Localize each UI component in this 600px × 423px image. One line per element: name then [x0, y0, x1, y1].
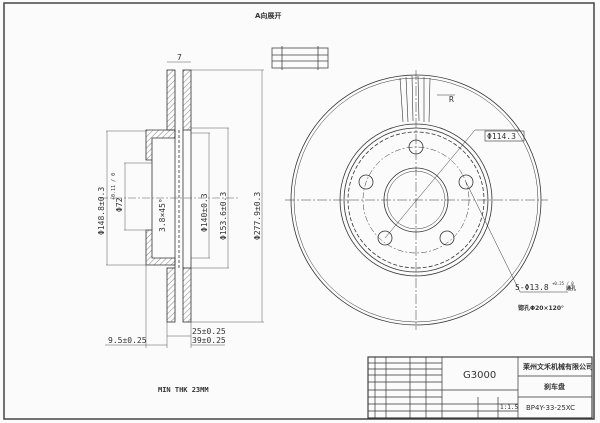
- dim-dia-277: Φ277.9±0.3: [253, 192, 262, 240]
- cooling-vanes: [399, 75, 431, 123]
- drawing-border: [3, 2, 595, 420]
- title-block: [367, 356, 593, 419]
- min-thickness-note: MIN THK 23MM: [158, 386, 209, 394]
- dim-dia-140: Φ140±0.3: [200, 193, 209, 232]
- dim-dia-148: Φ148.8±0.3: [97, 187, 106, 235]
- bolt-holes-tol: +0.25 / 0: [552, 281, 574, 286]
- scale-value: 1:1.5: [500, 404, 518, 411]
- a-view-detail: [271, 46, 329, 70]
- dim-thk-25: 25±0.25: [192, 327, 226, 336]
- radius-label: R: [449, 95, 454, 104]
- side-section-view: 7 Φ148.8±0.3 Φ72 +0.11 / 0 3.8×45° Φ140±…: [97, 53, 264, 394]
- view-label: A向展开: [255, 11, 281, 20]
- dim-dia-72: Φ72: [115, 197, 124, 212]
- part-number: BP4Y-33-25XC: [526, 404, 575, 412]
- dim-dia-153: Φ153.6±0.3: [219, 192, 228, 240]
- material-label: G3000: [463, 370, 496, 381]
- dim-width-top: 7: [177, 53, 182, 62]
- countersink-note: 锪孔Φ20×120°: [518, 304, 564, 312]
- company-name: 莱州文禾机械有限公司: [523, 362, 593, 371]
- pcd-label: Φ114.3: [487, 132, 516, 141]
- front-view: [285, 70, 568, 330]
- bolt-holes: [358, 139, 474, 246]
- bolt-holes-label: 5-Φ13.8: [515, 283, 549, 292]
- dim-offset-9-5: 9.5±0.25: [108, 336, 147, 345]
- bolt-holes-suffix: 通孔: [566, 285, 576, 292]
- dim-height-39: 39±0.25: [192, 336, 226, 345]
- dim-dia-72-tol: +0.11 / 0: [111, 173, 117, 200]
- dim-chamfer: 3.8×45°: [158, 198, 167, 232]
- part-name: 刹车盘: [544, 382, 565, 391]
